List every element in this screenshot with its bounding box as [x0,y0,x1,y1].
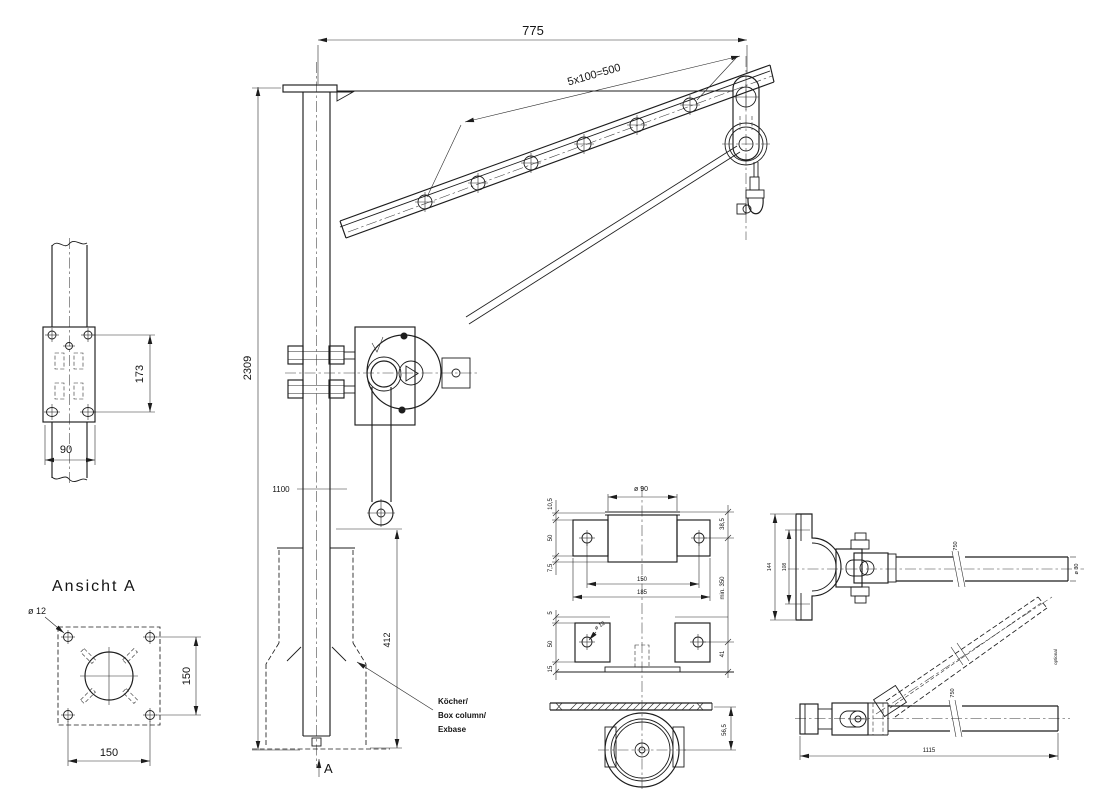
hook-shackle [736,162,765,215]
dim-750-bottom-label: 750 [950,688,956,697]
bracket-tube [607,514,678,563]
base-plate [57,626,161,726]
dim-base-height-label: 150 [181,667,193,685]
trolley-bracket-front-view: ø 12 5 50 15 [548,610,734,680]
dim-base-hole-label: ø 12 [28,606,46,616]
winch-ratchet [398,360,424,386]
clamp-plate-detail-view: 173 90 [42,238,155,485]
section-label: A [324,761,333,776]
handle-top-view: 144 108 750 ø 30 [767,513,1084,621]
dim-385-label: 38,5 [720,518,726,530]
dim-108-label: 108 [782,563,788,572]
dim-50-label: 50 [548,534,554,541]
jib-arm-holes [415,95,700,212]
socket-note-line1: Köcher/ [438,697,469,706]
handle-bottom-view: optional 750 1115 [795,596,1070,760]
dim-75-label: 7,5 [548,563,554,572]
dim-1115-label: 1115 [923,748,936,754]
socket-note-line3: Exbase [438,725,467,734]
base-plate-view: Ansicht A ø 12 150 150 [28,578,201,766]
socket-outline [252,547,390,750]
dim-50f-label: 50 [548,640,554,647]
clamp-plate [42,326,96,423]
dim-5-label: 5 [548,611,554,615]
dim-1100-label: 1100 [272,485,290,494]
arm-end-link [722,56,770,240]
dim-15-label: 15 [548,665,554,672]
dim-565-label: 56,5 [722,724,728,736]
column-clamps [287,345,355,399]
main-view: 775 5x100=500 2309 1100 412 A Köcher/ Bo… [242,23,775,777]
dim-o30-label: ø 30 [1074,563,1080,574]
socket-note-line2: Box column/ [438,711,487,720]
base-view-title: Ansicht A [52,578,137,595]
winch-housing [366,334,442,410]
socket-leader [356,661,434,711]
dim-hole-spacing-label: 5x100=500 [566,62,622,89]
trolley-bracket-top-view: ø 90 10,5 50 7,5 38,5 min. 350 41 150 18… [548,486,734,698]
dim-144-label: 144 [767,563,773,572]
universal-joint [835,532,889,604]
dim-775-label: 775 [522,23,544,38]
dim-41-label: 41 [720,650,726,657]
dim-150-pitch-label: 150 [637,577,648,583]
dim-412-label: 412 [382,632,392,647]
dim-o12-front-label: ø 12 [594,621,607,632]
winch [285,326,480,426]
tie-rod [465,145,738,318]
dim-105-label: 10,5 [548,498,554,510]
note-optional-label: optional [1053,649,1058,665]
anchor-bolt [311,737,322,747]
hatching [569,702,695,711]
trolley-bracket-side-view: 56,5 [549,700,736,791]
dim-base-width-label: 150 [100,747,118,759]
dim-173-label: 173 [134,365,146,383]
dim-750-top-label: 750 [953,541,959,550]
dim-2309-label: 2309 [242,356,254,380]
handle-folded-position: optional [872,596,1058,718]
dim-min350-label: min. 350 [720,576,726,600]
dim-90-label: 90 [60,444,72,456]
flange-gusset [336,91,355,102]
dim-185-label: 185 [637,590,648,596]
surface-finish-symbol [371,336,384,353]
column-top-flange [282,84,338,93]
collar [872,684,908,718]
winch-drum [366,356,402,392]
crank-handle[interactable] [367,387,395,527]
omega-bracket [795,513,842,621]
dim-o90-label: ø 90 [634,486,648,493]
